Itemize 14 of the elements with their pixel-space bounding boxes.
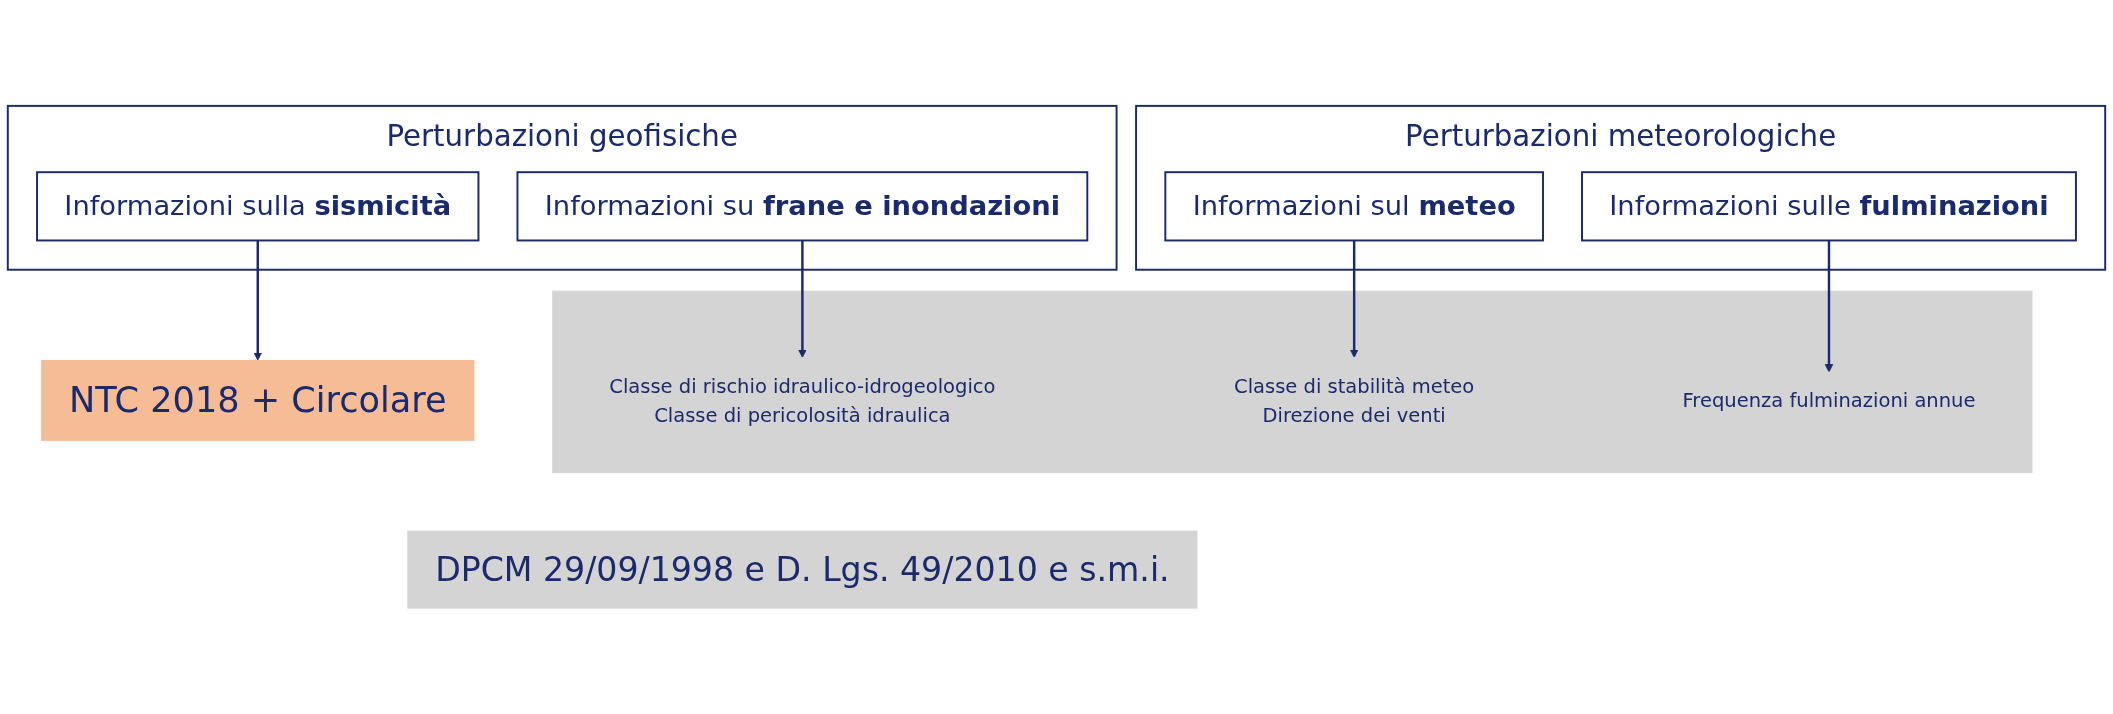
- arrow: [253, 240, 263, 361]
- node-box: Informazioni su frane e inondazioni: [516, 171, 1089, 242]
- node-box: Informazioni sulle fulminazioni: [1581, 171, 2077, 242]
- arrow: [798, 240, 807, 358]
- node-box: Informazioni sulla sismicità: [36, 171, 480, 242]
- arrow: [1349, 240, 1359, 358]
- node-box: NTC 2018 + Circolare: [41, 359, 475, 441]
- node-text: Classe di rischio idraulico-idrogeologico Classe di pericolosità idraulica: [609, 374, 996, 427]
- node-box: DPCM 29/09/1998 e D. Lgs. 49/2010 e s.m.i.: [407, 530, 1198, 609]
- arrow: [1824, 240, 1834, 373]
- node-text: Classe di stabilità meteo Direzione dei venti: [1234, 374, 1475, 427]
- node-box: Informazioni sul meteo: [1164, 171, 1544, 242]
- node-text: Frequenza fulminazioni annue: [1682, 388, 1976, 413]
- cluster: [552, 290, 2033, 474]
